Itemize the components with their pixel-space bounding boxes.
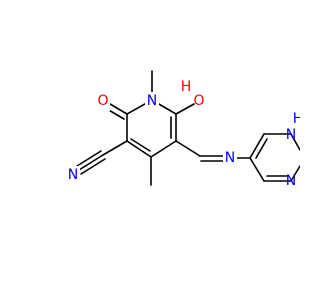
ring-nitrogen-label: N — [147, 93, 157, 109]
bond-nitrile-triple-1 — [78, 154, 104, 171]
bond-c4-c3-double — [130, 138, 151, 152]
bond-c5-ch — [175, 140, 201, 157]
bond-bz-3 — [290, 133, 300, 151]
imidazole-nitrogen-label: N — [286, 173, 296, 189]
oh-oxygen-label: O — [193, 93, 204, 109]
carbonyl-oxygen-label-bg — [96, 93, 110, 111]
bond-c5-c4 — [150, 140, 177, 158]
ring-nitrogen-label-bg — [145, 92, 159, 110]
nitrile-nitrogen-label: N — [68, 167, 78, 183]
bond-nitrile-triple-3 — [80, 158, 106, 175]
bond-c4-c3 — [126, 140, 152, 158]
nh-hydrogen-label: H — [293, 111, 300, 127]
bond-layer — [76, 70, 300, 186]
bond-c6-oh — [175, 103, 195, 115]
bond-carbonyl — [109, 103, 128, 115]
bond-bz-1 — [249, 133, 265, 159]
nitrile-nitrogen-label-bg — [66, 166, 80, 184]
imine-nitrogen-label: N — [225, 150, 235, 166]
carbonyl-oxygen-label: O — [97, 93, 108, 109]
bond-bz-1-double — [255, 138, 268, 159]
molecule-structure-diagram: H O O N N N N H N — [66, 70, 300, 189]
imine-nitrogen-label-bg — [223, 149, 237, 167]
bond-bz-4 — [249, 157, 265, 182]
atom-label-layer: H O O N N N N H N — [66, 79, 300, 189]
nh-nitrogen-label: N — [286, 127, 296, 143]
bond-nitrile-triple-2 — [76, 150, 102, 167]
oh-hydrogen-label: H — [181, 79, 192, 95]
bond-c3-cn — [102, 140, 128, 156]
bond-bz-6 — [290, 165, 300, 182]
